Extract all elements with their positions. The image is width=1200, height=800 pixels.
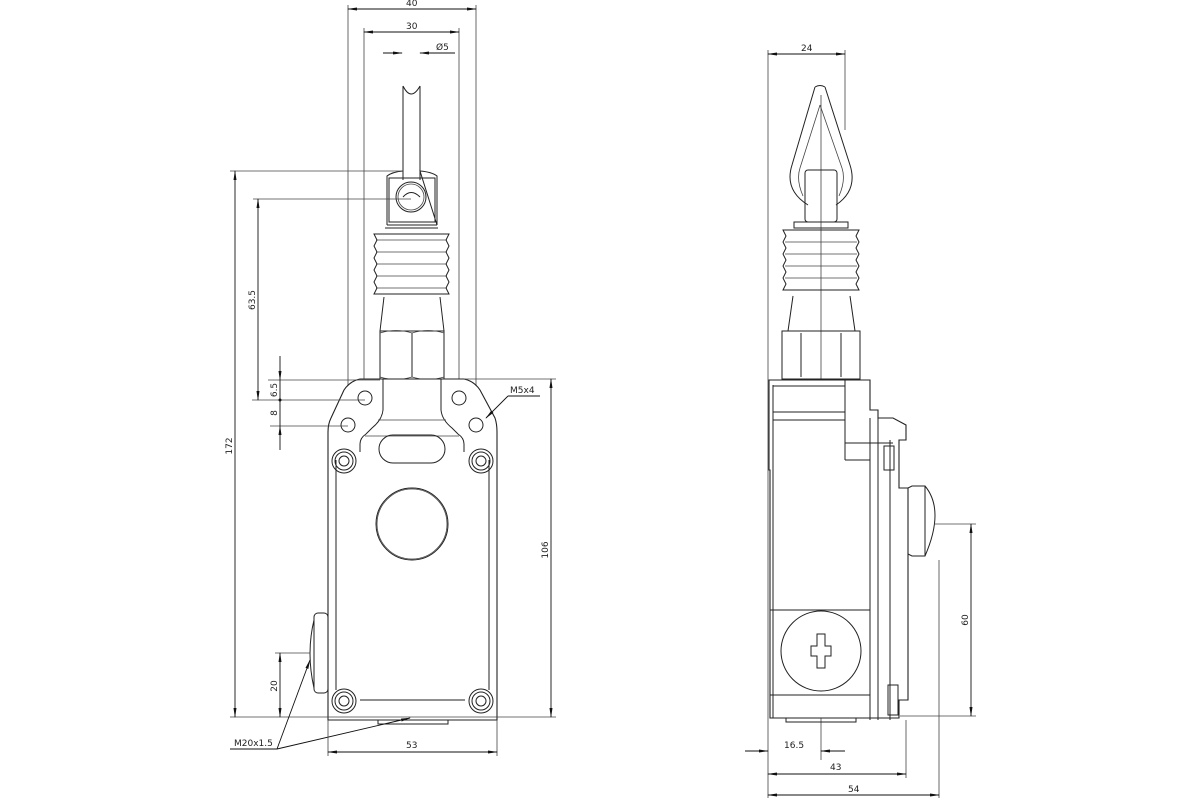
label-m20x1-5: M20x1.5	[234, 739, 273, 749]
mount-hole	[468, 417, 484, 433]
label-m5x4: M5x4	[510, 386, 535, 396]
dim-button-height-60: 60	[961, 614, 971, 626]
corner-screw	[468, 448, 494, 474]
corner-screw	[331, 448, 357, 474]
mount-hole	[451, 390, 467, 406]
dim-total-depth-54: 54	[848, 785, 860, 795]
mount-hole	[340, 417, 356, 433]
adjust-knob	[780, 610, 862, 692]
dim-offset-8: 8	[270, 410, 280, 416]
side-view: 24	[745, 44, 976, 798]
slot	[378, 434, 446, 464]
dim-height-172: 172	[225, 437, 235, 454]
corner-screw	[331, 688, 357, 714]
dim-body-width-53: 53	[406, 741, 417, 751]
dim-offset-6-5: 6.5	[270, 383, 280, 397]
dim-rod-diameter: Ø5	[436, 42, 449, 53]
cable-gland	[313, 612, 329, 694]
hex-nut	[379, 330, 445, 380]
reset-button	[375, 487, 449, 561]
dim-body-height-106: 106	[541, 541, 551, 558]
dim-conduit-20: 20	[270, 680, 280, 692]
dim-center-offset-16-5: 16.5	[784, 741, 804, 751]
side-button	[907, 485, 936, 557]
dim-width-30: 30	[406, 22, 418, 32]
corner-screw	[468, 688, 494, 714]
mount-hole	[357, 390, 373, 406]
front-view: 40 30 Ø5	[225, 0, 556, 756]
dim-eye-width-24: 24	[801, 44, 813, 54]
dim-height-63-5: 63.5	[248, 290, 258, 310]
dim-width-40: 40	[406, 0, 418, 9]
dim-body-depth-43: 43	[830, 763, 841, 773]
bellows	[373, 227, 450, 295]
